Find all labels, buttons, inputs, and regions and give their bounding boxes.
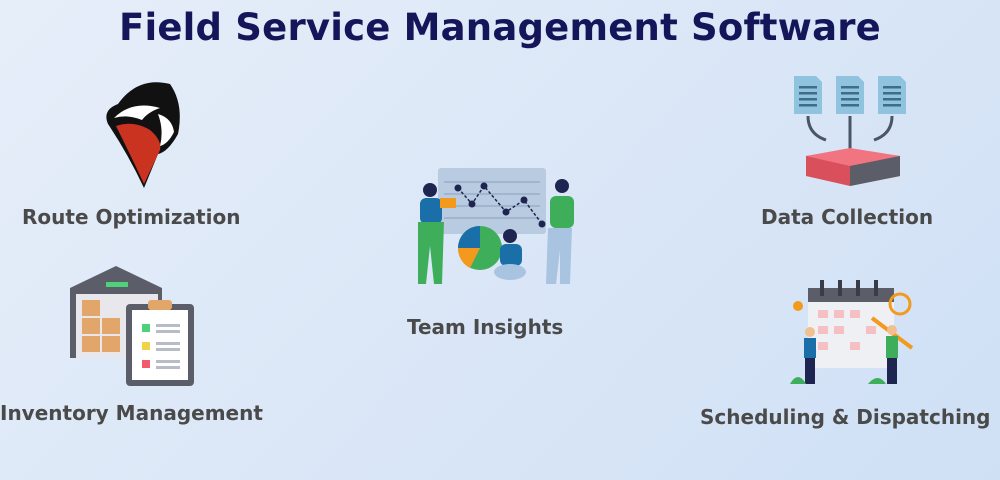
team-analytics-illustration: [418, 168, 574, 284]
scheduling-dispatching-label: Scheduling & Dispatching: [700, 405, 991, 429]
page-title: Field Service Management Software: [119, 6, 881, 49]
badger-logo-icon: [106, 82, 180, 188]
calendar-scheduling-icon: [790, 280, 914, 384]
inventory-management-label: Inventory Management: [0, 401, 263, 425]
team-insights-label: Team Insights: [407, 315, 564, 339]
route-optimization-label: Route Optimization: [22, 205, 241, 229]
data-collection-icon: [794, 76, 906, 186]
data-collection-label: Data Collection: [761, 205, 934, 229]
warehouse-clipboard-icon: [70, 266, 194, 386]
